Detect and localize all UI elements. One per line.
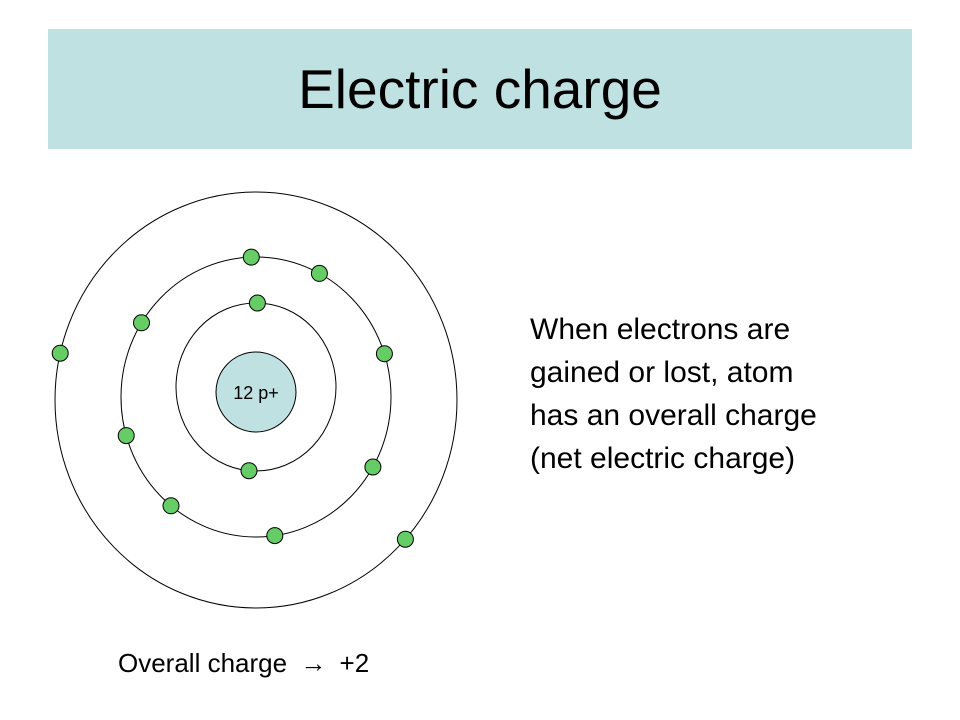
nucleus-circle <box>215 351 297 433</box>
slide-title: Electric charge <box>298 57 662 120</box>
electron <box>133 314 150 332</box>
electron <box>310 264 328 282</box>
electron <box>396 530 414 548</box>
electron-shell-3 <box>54 191 458 609</box>
title-bar: Electric charge <box>48 29 912 149</box>
description-line: When electrons are <box>530 313 791 346</box>
electron <box>117 427 135 445</box>
electron <box>364 458 382 476</box>
electron <box>266 527 284 545</box>
nucleus-label: 12 p+ <box>233 383 279 403</box>
description-line: has an overall charge <box>530 399 817 432</box>
overall-charge-label: Overall charge <box>118 648 288 678</box>
overall-charge: Overall charge → +2 <box>118 648 369 679</box>
description-line: (net electric charge) <box>530 442 796 475</box>
description-line: gained or lost, atom <box>530 356 794 389</box>
electron <box>162 497 180 515</box>
electron <box>242 248 260 266</box>
electron <box>375 345 393 363</box>
electron <box>240 462 258 480</box>
description-text: When electrons are gained or lost, atom … <box>530 308 930 480</box>
electrons-layer <box>51 248 414 548</box>
nucleus: 12 p+ <box>215 351 297 433</box>
right-arrow-icon: → <box>300 648 327 678</box>
overall-charge-value: +2 <box>339 648 370 678</box>
electron <box>248 294 266 312</box>
electron <box>51 344 69 362</box>
